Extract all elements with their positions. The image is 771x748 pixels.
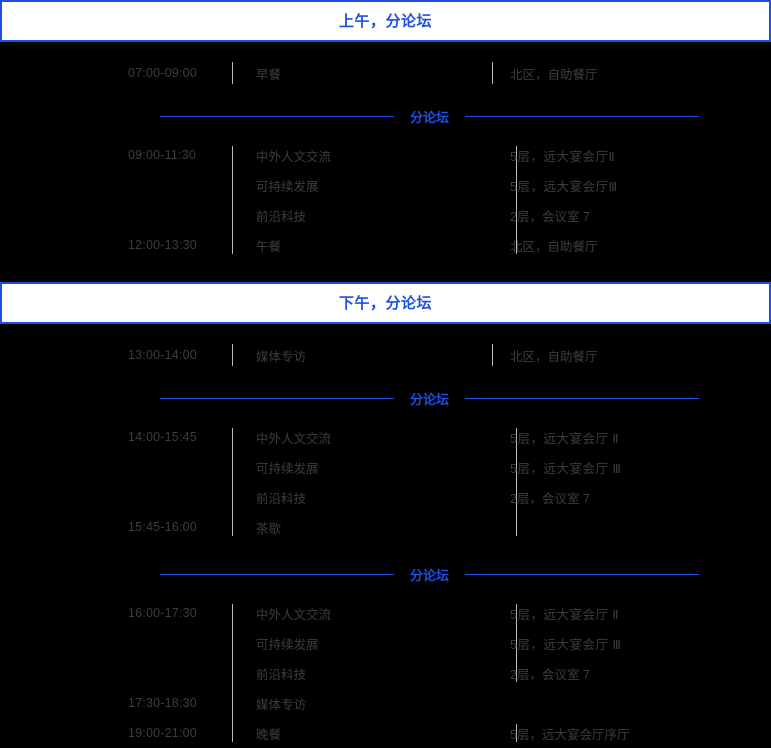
- agenda-group: 07:00-09:00 早餐 北区，自助餐厅: [0, 58, 771, 88]
- column-divider-span: [232, 604, 233, 742]
- section-header-afternoon: 下午，分论坛: [0, 282, 771, 324]
- agenda-row[interactable]: 09:00-11:30 中外人文交流 5层，远大宴会厅Ⅱ: [128, 140, 771, 170]
- agenda-row[interactable]: 可持续发展 5层，远大宴会厅 Ⅲ: [128, 452, 771, 482]
- agenda-row[interactable]: 12:00-13:30 午餐 北区，自助餐厅: [128, 230, 771, 260]
- agenda-row[interactable]: 可持续发展 5层，远大宴会厅 Ⅲ: [128, 628, 771, 658]
- row-room: 北区，自助餐厅: [510, 349, 598, 364]
- divider-rule-right: [465, 115, 700, 117]
- sub-forum-label: 分论坛: [410, 567, 450, 583]
- row-room: 2层，会议室 7: [510, 209, 590, 224]
- row-room: 北区，自助餐厅: [510, 239, 598, 254]
- agenda-row[interactable]: 07:00-09:00 早餐 北区，自助餐厅: [128, 58, 771, 88]
- row-title: 午餐: [256, 239, 282, 254]
- row-time: 09:00-11:30: [128, 148, 196, 162]
- agenda-row[interactable]: 前沿科技 2层，会议室 7: [128, 482, 771, 512]
- sub-forum-divider: 分论坛: [0, 384, 771, 412]
- row-title: 可持续发展: [256, 637, 319, 652]
- row-room: 5层，远大宴会厅 Ⅱ: [510, 607, 620, 622]
- row-title: 媒体专访: [256, 697, 307, 712]
- section-header-title: 下午，分论坛: [338, 294, 432, 312]
- agenda-row[interactable]: 13:00-14:00 媒体专访 北区，自助餐厅: [128, 340, 771, 370]
- agenda-row[interactable]: 19:00-21:00 晚餐 5层，远大宴会厅序厅: [128, 718, 771, 748]
- row-title: 茶歇: [256, 521, 282, 536]
- row-title: 可持续发展: [256, 179, 319, 194]
- row-title: 可持续发展: [256, 461, 319, 476]
- row-title: 中外人文交流: [256, 607, 332, 622]
- row-room: 5层，远大宴会厅Ⅲ: [510, 179, 618, 194]
- divider-rule-left: [160, 397, 394, 399]
- column-divider-span: [516, 604, 517, 682]
- agenda-row[interactable]: 14:00-15:45 中外人文交流 5层，远大宴会厅 Ⅱ: [128, 422, 771, 452]
- row-time: 12:00-13:30: [128, 238, 197, 252]
- agenda-group: 13:00-14:00 媒体专访 北区，自助餐厅: [0, 340, 771, 370]
- agenda-row[interactable]: 前沿科技 2层，会议室 7: [128, 658, 771, 688]
- divider-rule-right: [465, 397, 700, 399]
- row-time: 13:00-14:00: [128, 348, 197, 362]
- row-title: 前沿科技: [256, 491, 307, 506]
- agenda-group: 09:00-11:30 中外人文交流 5层，远大宴会厅Ⅱ 可持续发展 5层，远大…: [0, 140, 771, 260]
- column-divider-span: [516, 428, 517, 536]
- divider-rule-right: [465, 573, 700, 575]
- sub-forum-label: 分论坛: [410, 391, 450, 407]
- row-room: 北区，自助餐厅: [510, 67, 598, 82]
- row-room: 2层，会议室 7: [510, 667, 590, 682]
- agenda-row[interactable]: 16:00-17:30 中外人文交流 5层，远大宴会厅 Ⅱ: [128, 598, 771, 628]
- agenda-row[interactable]: 可持续发展 5层，远大宴会厅Ⅲ: [128, 170, 771, 200]
- agenda-row[interactable]: 15:45-16:00 茶歇: [128, 512, 771, 542]
- row-title: 早餐: [256, 67, 282, 82]
- row-title: 媒体专访: [256, 349, 307, 364]
- row-time: 07:00-09:00: [128, 66, 197, 80]
- sub-forum-label: 分论坛: [410, 109, 450, 125]
- row-time: 19:00-21:00: [128, 726, 197, 740]
- divider-rule-left: [160, 115, 394, 117]
- agenda-row[interactable]: 17:30-18:30 媒体专访: [128, 688, 771, 718]
- row-title: 晚餐: [256, 727, 282, 742]
- row-room: 5层，远大宴会厅 Ⅱ: [510, 431, 620, 446]
- section-header-morning: 上午，分论坛: [0, 0, 771, 42]
- row-time: 17:30-18:30: [128, 696, 197, 710]
- column-divider-span: [516, 146, 517, 254]
- row-time: 16:00-17:30: [128, 606, 197, 620]
- section-header-title: 上午，分论坛: [338, 12, 432, 30]
- agenda-row[interactable]: 前沿科技 2层，会议室 7: [128, 200, 771, 230]
- row-title: 中外人文交流: [256, 431, 332, 446]
- agenda-group: 14:00-15:45 中外人文交流 5层，远大宴会厅 Ⅱ 可持续发展 5层，远…: [0, 422, 771, 542]
- column-divider-span: [232, 146, 233, 254]
- row-title: 中外人文交流: [256, 149, 332, 164]
- row-room: 5层，远大宴会厅Ⅱ: [510, 149, 616, 164]
- divider-rule-left: [160, 573, 394, 575]
- row-room: 5层，远大宴会厅序厅: [510, 727, 630, 742]
- row-time: 14:00-15:45: [128, 430, 197, 444]
- row-title: 前沿科技: [256, 209, 307, 224]
- row-room: 5层，远大宴会厅 Ⅲ: [510, 637, 622, 652]
- column-divider-span: [232, 428, 233, 536]
- row-title: 前沿科技: [256, 667, 307, 682]
- agenda-group: 16:00-17:30 中外人文交流 5层，远大宴会厅 Ⅱ 可持续发展 5层，远…: [0, 598, 771, 748]
- sub-forum-divider: 分论坛: [0, 102, 771, 130]
- row-time: 15:45-16:00: [128, 520, 197, 534]
- row-room: 2层，会议室 7: [510, 491, 590, 506]
- sub-forum-divider: 分论坛: [0, 560, 771, 588]
- row-room: 5层，远大宴会厅 Ⅲ: [510, 461, 622, 476]
